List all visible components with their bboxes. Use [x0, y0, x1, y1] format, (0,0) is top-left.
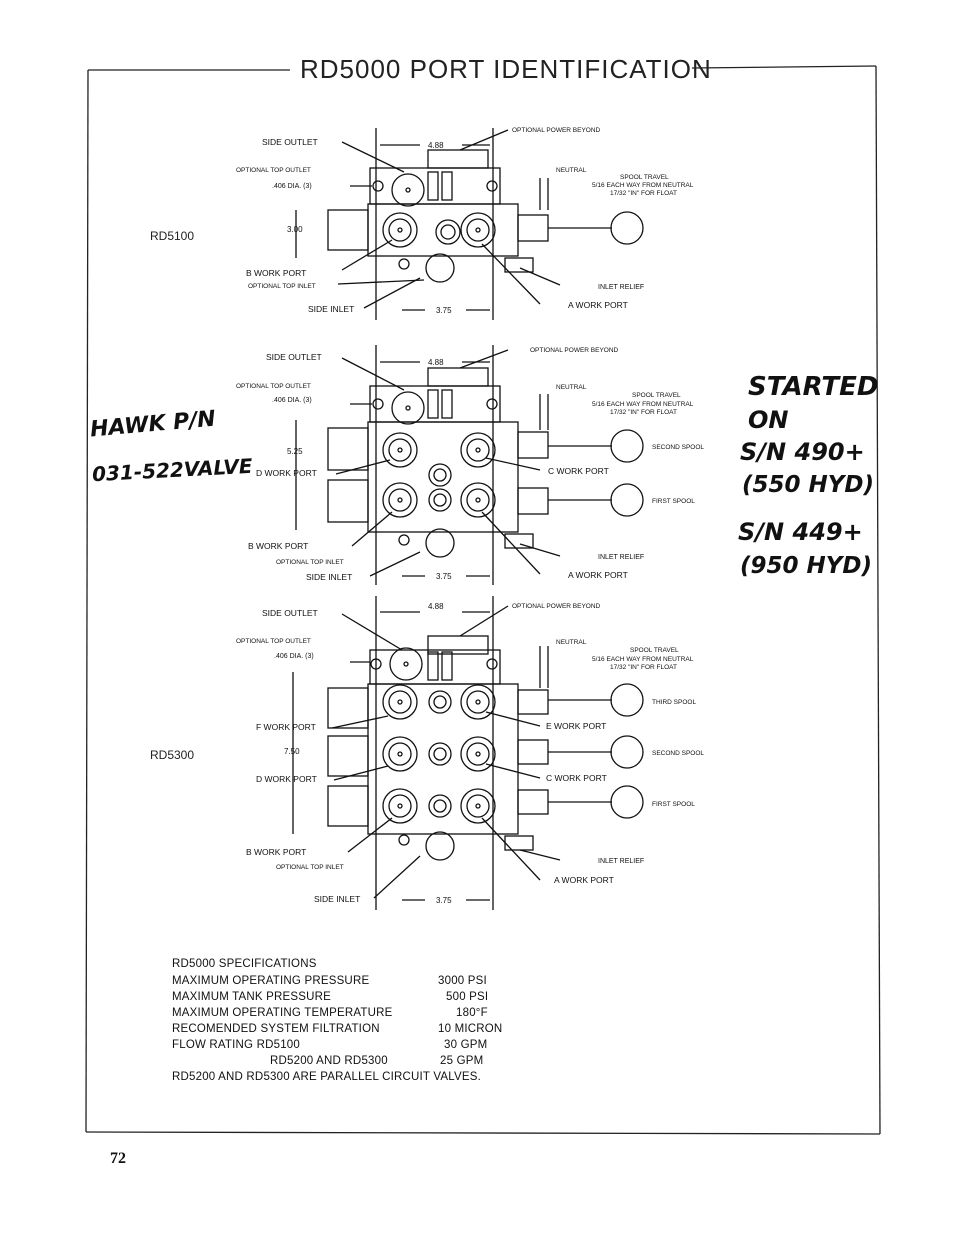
v1-b-work-port: B WORK PORT	[246, 268, 306, 278]
rd5300-valve-drawing	[292, 596, 644, 910]
page-title: RD5000 PORT IDENTIFICATION	[300, 54, 712, 84]
v3-third-spool: THIRD SPOOL	[652, 699, 696, 706]
v1-spool-travel-3: 17/32 "IN" FOR FLOAT	[610, 190, 677, 197]
v3-f-work-port: F WORK PORT	[256, 722, 316, 732]
v1-side-outlet: SIDE OUTLET	[262, 137, 318, 147]
v2-dia: .406 DIA. (3)	[272, 397, 312, 404]
v2-spool-travel-3: 17/32 "IN" FOR FLOAT	[610, 409, 677, 416]
v3-side-inlet: SIDE INLET	[314, 894, 360, 904]
v1-spool-travel-2: 5/16 EACH WAY FROM NEUTRAL	[592, 182, 694, 189]
spec-row-label: MAXIMUM TANK PRESSURE	[172, 991, 332, 1003]
v3-b-work-port: B WORK PORT	[246, 847, 306, 857]
v1-spool-travel: SPOOL TRAVEL	[620, 174, 669, 181]
spec-row-value: 30 GPM	[444, 1039, 488, 1051]
rd5100-valve-drawing	[295, 128, 644, 320]
spec-row-label: MAXIMUM OPERATING TEMPERATURE	[172, 1007, 393, 1019]
v1-neutral: NEUTRAL	[556, 167, 587, 174]
v2-a-work-port: A WORK PORT	[568, 570, 628, 580]
v2-inlet-relief: INLET RELIEF	[598, 554, 644, 561]
v3-inlet-relief: INLET RELIEF	[598, 858, 644, 865]
v1-optional-top-outlet: OPTIONAL TOP OUTLET	[236, 167, 311, 174]
v1-dia: .406 DIA. (3)	[272, 183, 312, 190]
v2-first-spool: FIRST SPOOL	[652, 498, 695, 505]
v3-optional-top-outlet: OPTIONAL TOP OUTLET	[236, 638, 311, 645]
spec-row-label: RD5200 AND RD5300	[270, 1055, 388, 1067]
spec-row-value: 180°F	[456, 1007, 488, 1019]
dim-width-1: 4.88	[428, 141, 444, 150]
v3-side-outlet: SIDE OUTLET	[262, 608, 318, 618]
handwritten-serial-note-line2: ON	[748, 406, 789, 434]
spec-row-value: 3000 PSI	[438, 975, 487, 987]
v1-power-beyond: OPTIONAL POWER BEYOND	[512, 127, 601, 134]
handwritten-serial-note-line3: S/N 490+	[740, 438, 865, 466]
specs-note: RD5200 AND RD5300 ARE PARALLEL CIRCUIT V…	[172, 1071, 481, 1083]
v2-second-spool: SECOND SPOOL	[652, 444, 704, 451]
dim-h3: 7.50	[284, 747, 300, 756]
handwritten-serial-note-line4: (550 HYD)	[742, 472, 875, 498]
v3-a-work-port: A WORK PORT	[554, 875, 614, 885]
v3-e-work-port: E WORK PORT	[546, 721, 606, 731]
spec-row-label: MAXIMUM OPERATING PRESSURE	[172, 975, 370, 987]
model-label-rd5300: RD5300	[150, 748, 195, 762]
v1-optional-top-inlet: OPTIONAL TOP INLET	[248, 283, 316, 290]
handwritten-serial-note-line5: S/N 449+	[738, 518, 863, 546]
v2-c-work-port: C WORK PORT	[548, 466, 609, 476]
dim-h1: 3.00	[287, 225, 303, 234]
v1-a-work-port: A WORK PORT	[568, 300, 628, 310]
v3-first-spool: FIRST SPOOL	[652, 801, 695, 808]
dim-inlet-2: 3.75	[436, 572, 452, 581]
v3-spool-travel-2: 5/16 EACH WAY FROM NEUTRAL	[592, 656, 694, 663]
v3-spool-travel: SPOOL TRAVEL	[630, 647, 679, 654]
page-number: 72	[110, 1150, 126, 1167]
spec-row-label: RECOMENDED SYSTEM FILTRATION	[172, 1023, 380, 1035]
dim-width-2: 4.88	[428, 358, 444, 367]
specs-heading: RD5000 SPECIFICATIONS	[172, 958, 317, 970]
v2-spool-travel: SPOOL TRAVEL	[632, 392, 681, 399]
dim-width-3: 4.88	[428, 602, 444, 611]
v1-side-inlet: SIDE INLET	[308, 304, 354, 314]
v3-spool-travel-3: 17/32 "IN" FOR FLOAT	[610, 664, 677, 671]
spec-row-value: 10 MICRON	[438, 1023, 503, 1035]
v2-optional-top-outlet: OPTIONAL TOP OUTLET	[236, 383, 311, 390]
v2-side-outlet: SIDE OUTLET	[266, 352, 322, 362]
v2-side-inlet: SIDE INLET	[306, 572, 352, 582]
handwritten-serial-note-line6: (950 HYD)	[740, 553, 873, 579]
rd5200-valve-drawing	[295, 345, 644, 585]
v2-b-work-port: B WORK PORT	[248, 541, 308, 551]
v3-second-spool: SECOND SPOOL	[652, 750, 704, 757]
dim-inlet-3: 3.75	[436, 896, 452, 905]
v3-dia: .406 DIA. (3)	[274, 653, 314, 660]
dim-h2: 5.25	[287, 447, 303, 456]
v3-power-beyond: OPTIONAL POWER BEYOND	[512, 603, 601, 610]
v2-neutral: NEUTRAL	[556, 384, 587, 391]
v2-optional-top-inlet: OPTIONAL TOP INLET	[276, 559, 344, 566]
v1-inlet-relief: INLET RELIEF	[598, 284, 644, 291]
v2-d-work-port: D WORK PORT	[256, 468, 317, 478]
v2-power-beyond: OPTIONAL POWER BEYOND	[530, 347, 619, 354]
spec-row-label: FLOW RATING RD5100	[172, 1039, 300, 1051]
spec-row-value: 25 GPM	[440, 1055, 484, 1067]
dim-inlet-1: 3.75	[436, 306, 452, 315]
handwritten-serial-note-line1: STARTED	[748, 372, 879, 402]
v3-optional-top-inlet: OPTIONAL TOP INLET	[276, 864, 344, 871]
v3-neutral: NEUTRAL	[556, 639, 587, 646]
v3-d-work-port: D WORK PORT	[256, 774, 317, 784]
spec-row-value: 500 PSI	[446, 991, 489, 1003]
model-label-rd5100: RD5100	[150, 229, 195, 243]
v3-c-work-port: C WORK PORT	[546, 773, 607, 783]
v2-spool-travel-2: 5/16 EACH WAY FROM NEUTRAL	[592, 401, 694, 408]
